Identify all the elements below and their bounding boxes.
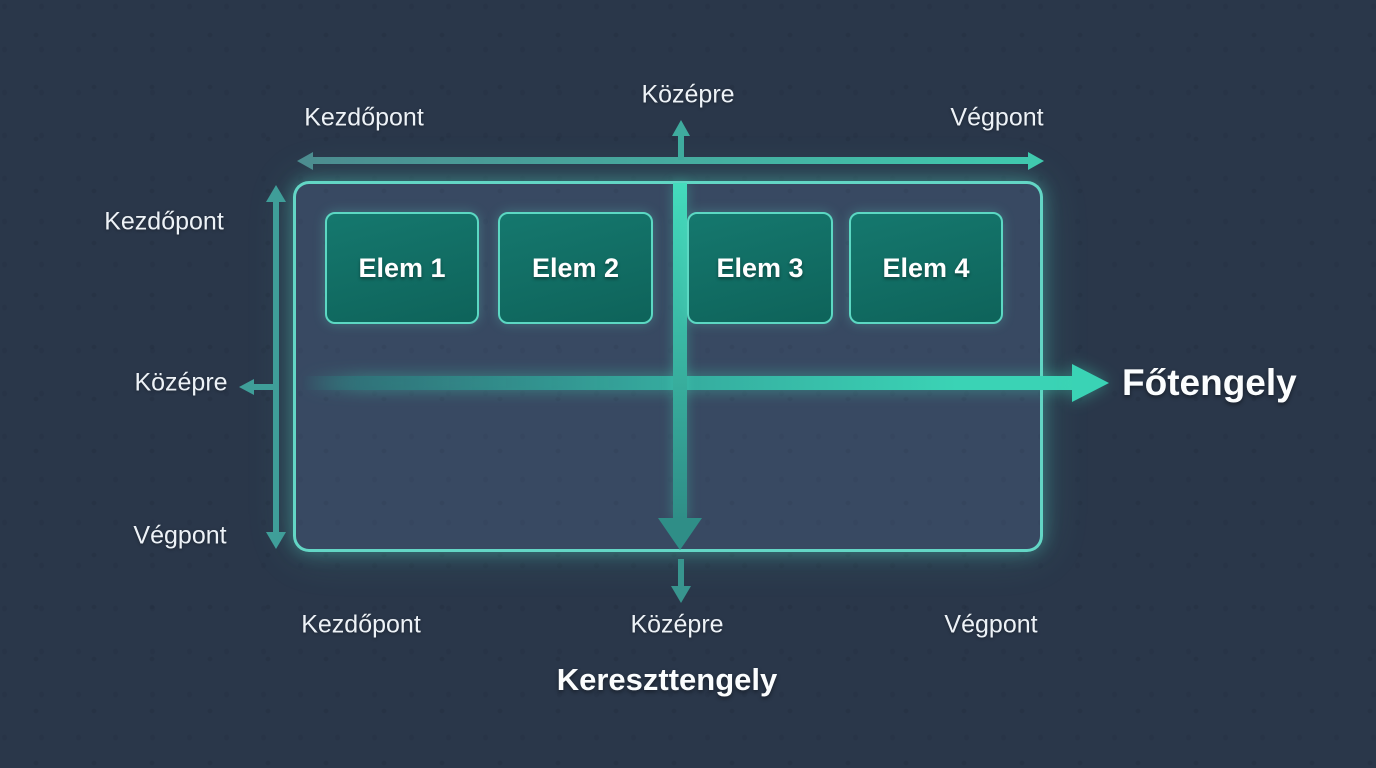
center-left-arrow-line bbox=[253, 384, 276, 390]
bottom-start-label: Kezdőpont bbox=[301, 610, 421, 639]
arrow-down-icon bbox=[658, 518, 702, 550]
main-axis-center-label: Középre bbox=[641, 80, 735, 109]
main-axis-end-label: Végpont bbox=[950, 103, 1044, 132]
arrow-left-icon bbox=[297, 152, 313, 170]
main-axis-top-arrow-line bbox=[312, 157, 1028, 164]
arrow-down-icon bbox=[266, 532, 286, 549]
main-axis-title: Főtengely bbox=[1122, 362, 1297, 403]
cross-axis-bar bbox=[673, 183, 687, 519]
main-axis-start-label: Kezdőpont bbox=[304, 103, 424, 132]
cross-axis-left-arrow-line bbox=[273, 200, 279, 533]
arrow-right-icon bbox=[1028, 152, 1044, 170]
arrow-right-icon bbox=[1072, 364, 1109, 402]
main-axis-arrow-line bbox=[302, 376, 1072, 390]
arrow-down-icon bbox=[671, 586, 691, 603]
cross-axis-start-label: Kezdőpont bbox=[104, 207, 224, 236]
arrow-up-icon bbox=[672, 120, 690, 136]
cross-axis-end-label: Végpont bbox=[133, 521, 227, 550]
flex-item-4: Elem 4 bbox=[849, 212, 1003, 324]
cross-axis-center-label: Középre bbox=[134, 368, 228, 397]
cross-axis-title: Kereszttengely bbox=[556, 662, 778, 697]
bottom-center-label: Középre bbox=[630, 610, 724, 639]
flex-item-label: Elem 1 bbox=[358, 252, 446, 283]
arrow-left-icon bbox=[239, 379, 254, 395]
flex-item-1: Elem 1 bbox=[325, 212, 479, 324]
flex-item-3: Elem 3 bbox=[687, 212, 833, 324]
bottom-end-label: Végpont bbox=[944, 610, 1038, 639]
flex-item-2: Elem 2 bbox=[498, 212, 653, 324]
flex-item-label: Elem 3 bbox=[716, 252, 804, 283]
center-up-arrow-line bbox=[678, 135, 684, 160]
bottom-down-arrow-line bbox=[678, 559, 684, 586]
arrow-up-icon bbox=[266, 185, 286, 202]
flex-item-label: Elem 2 bbox=[531, 252, 620, 283]
flex-item-label: Elem 4 bbox=[882, 252, 970, 283]
